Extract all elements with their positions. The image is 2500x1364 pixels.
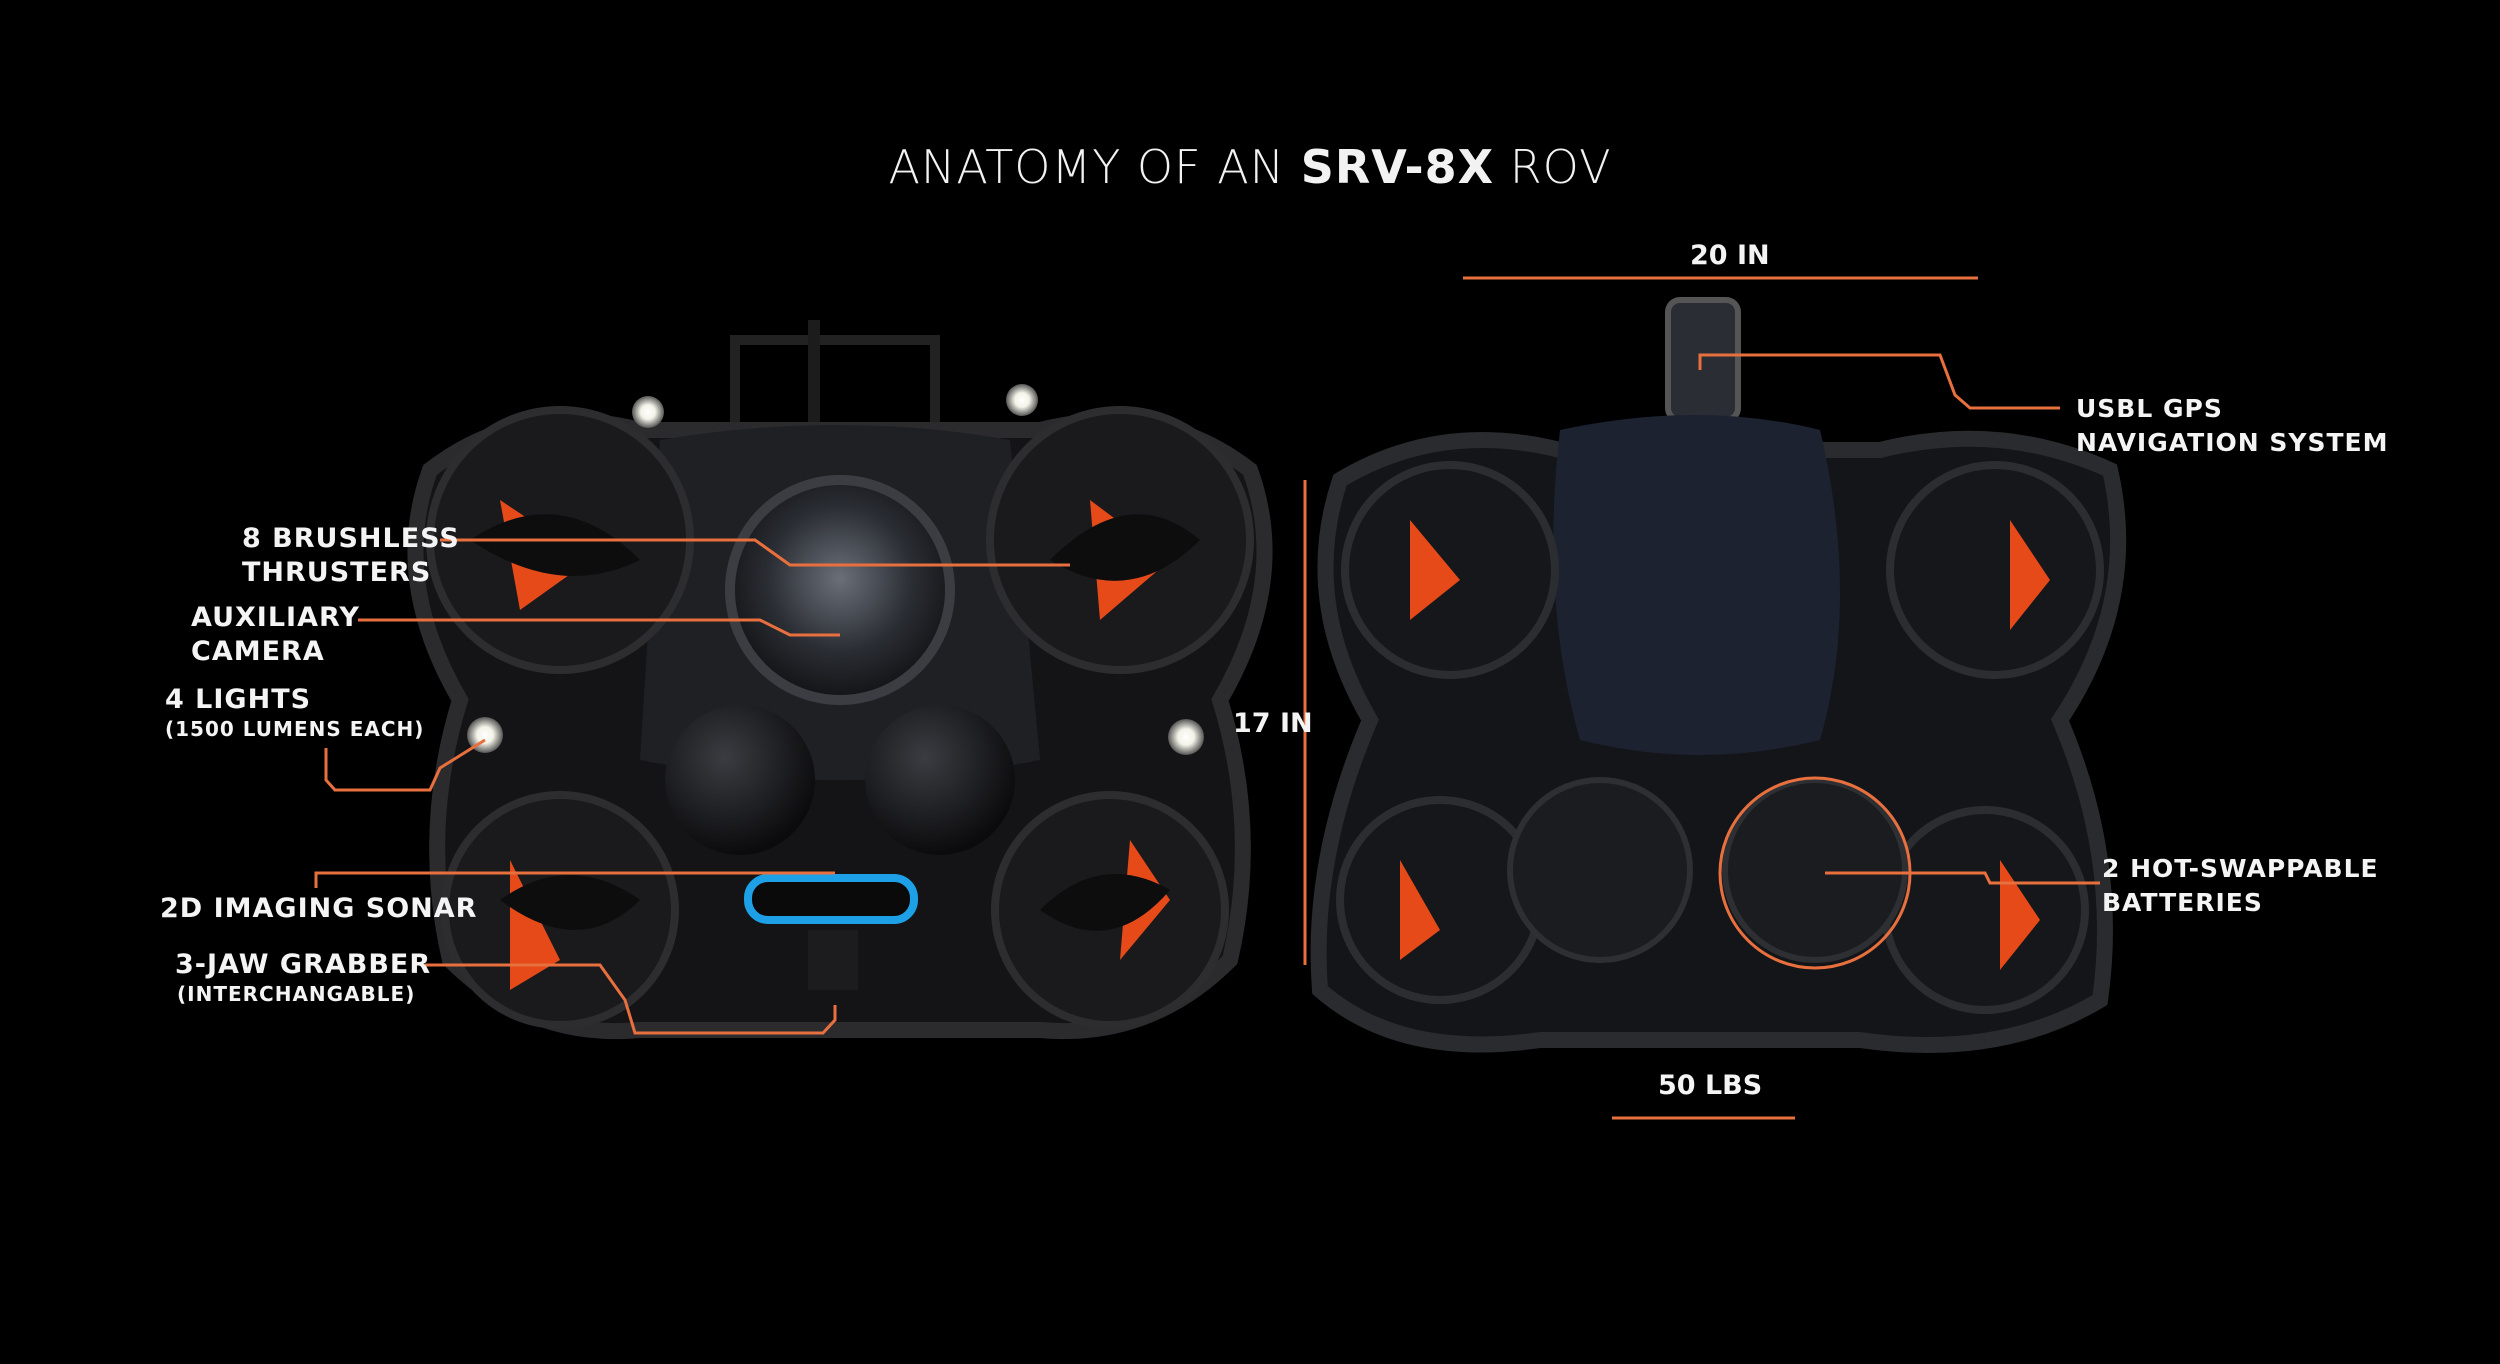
callout-lights xyxy=(324,738,486,792)
page-title: ANATOMY OF AN SRV-8X ROV xyxy=(0,140,2500,194)
float-right xyxy=(865,705,1015,855)
dimension-width: 20 IN xyxy=(1690,240,1770,271)
battery-right xyxy=(1722,777,1908,963)
rear-body xyxy=(1553,415,1840,755)
label-usbl-line2: NAVIGATION SYSTEM xyxy=(2076,428,2389,457)
callout-thrusters xyxy=(440,538,1070,567)
label-lights-main: 4 LIGHTS xyxy=(165,684,312,715)
battery-left xyxy=(1507,777,1693,963)
title-prefix: ANATOMY OF AN xyxy=(888,140,1301,194)
label-grabber-sub: (INTERCHANGABLE) xyxy=(177,982,416,1006)
grabber-arm xyxy=(808,930,858,990)
label-sonar: 2D IMAGING SONAR xyxy=(160,893,478,924)
title-suffix: ROV xyxy=(1494,140,1612,194)
callout-sonar xyxy=(314,871,835,888)
thruster-rear-top-left xyxy=(1341,461,1559,679)
light-top-left xyxy=(632,396,664,428)
label-batteries-line2: BATTERIES xyxy=(2102,888,2263,917)
label-grabber: 3-JAW GRABBER (INTERCHANGABLE) xyxy=(175,948,431,1006)
float-left xyxy=(665,705,815,855)
label-thrusters-line1: 8 BRUSHLESS xyxy=(242,523,460,554)
dimension-weight: 50 LBS xyxy=(1658,1070,1763,1101)
thruster-rear-bottom-left xyxy=(1336,796,1544,1004)
sonar-unit xyxy=(744,874,918,924)
dimension-height: 17 IN xyxy=(1233,708,1313,739)
label-usbl-line1: USBL GPS xyxy=(2076,394,2223,423)
label-usbl: USBL GPS NAVIGATION SYSTEM xyxy=(2076,392,2389,460)
thruster-front-top-right xyxy=(986,406,1254,674)
label-lights-sub: (1500 LUMENS EACH) xyxy=(165,717,425,741)
label-lights: 4 LIGHTS (1500 LUMENS EACH) xyxy=(165,683,424,741)
light-side-right xyxy=(1168,719,1204,755)
rov-front-view xyxy=(407,320,1273,1040)
callout-usbl xyxy=(1698,353,2060,410)
label-thrusters-line2: THRUSTERS xyxy=(242,557,432,588)
mast xyxy=(808,320,820,440)
battery-highlight-ring xyxy=(1718,776,1912,970)
label-thrusters: 8 BRUSHLESS THRUSTERS xyxy=(242,522,460,590)
label-camera-line1: AUXILIARY xyxy=(191,602,360,633)
thruster-front-bottom-right xyxy=(991,791,1229,1029)
camera-dome xyxy=(725,475,955,705)
title-model: SRV-8X xyxy=(1300,140,1495,194)
thruster-rear-bottom-right xyxy=(1881,806,2089,1014)
label-batteries: 2 HOT-SWAPPABLE BATTERIES xyxy=(2102,852,2379,920)
callout-grabber xyxy=(425,963,837,1035)
usbl-beacon xyxy=(1665,297,1741,423)
label-grabber-main: 3-JAW GRABBER xyxy=(175,949,432,980)
thruster-front-bottom-left xyxy=(441,791,679,1029)
callout-lines xyxy=(314,276,2100,1120)
thruster-rear-top-right xyxy=(1886,461,2104,679)
label-camera: AUXILIARY CAMERA xyxy=(191,601,360,669)
rov-rear-view xyxy=(1310,297,2127,1053)
callout-camera xyxy=(358,618,840,637)
label-batteries-line1: 2 HOT-SWAPPABLE xyxy=(2102,854,2379,883)
callout-batteries xyxy=(1825,871,2100,885)
light-top-right xyxy=(1006,384,1038,416)
label-camera-line2: CAMERA xyxy=(191,636,325,667)
